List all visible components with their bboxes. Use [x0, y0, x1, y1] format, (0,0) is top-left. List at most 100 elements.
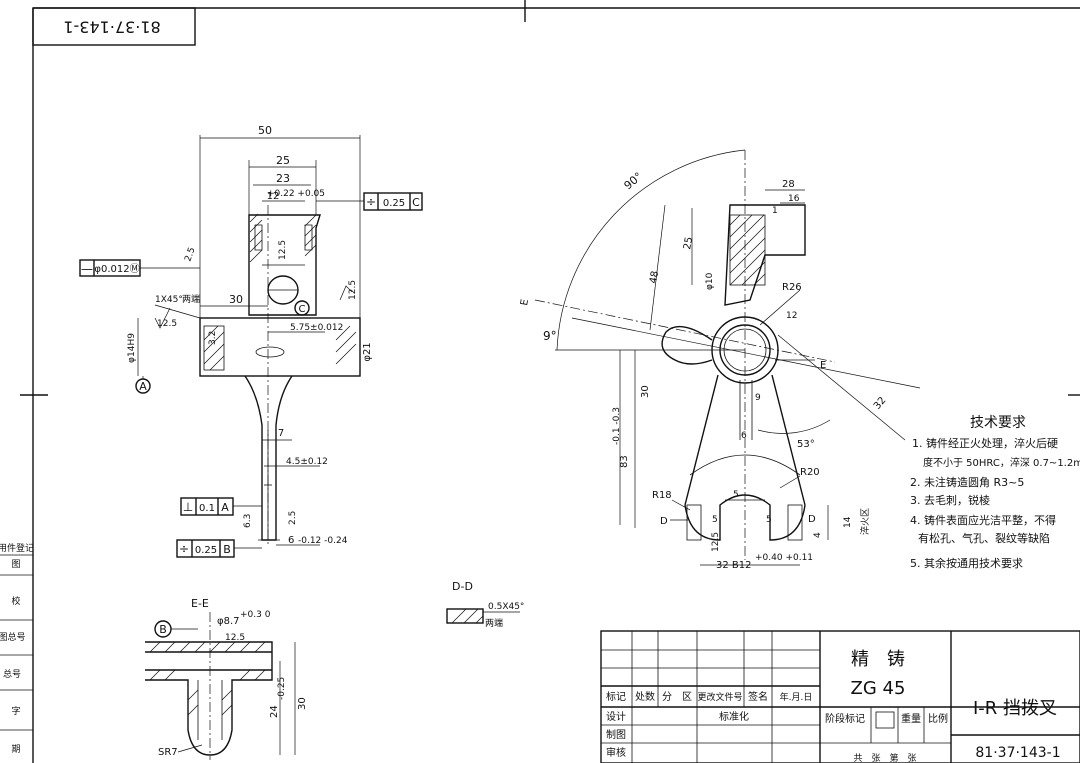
- section-ee-view: E-E B φ8.7 +0.3 0 12.5: [145, 597, 308, 760]
- dim-side-quench: 淬火区: [859, 508, 871, 535]
- header-count: 处数: [635, 690, 655, 703]
- rough-front-63: 6.3: [243, 514, 253, 528]
- datum-b-label: B: [159, 623, 167, 636]
- margin-label-check: 校: [11, 595, 20, 607]
- section-mark-d-left: D: [660, 516, 668, 527]
- section-ee-hatch: [149, 641, 266, 716]
- dim-front-6-tol: -0.12 -0.24: [298, 536, 348, 546]
- technical-requirements: 技术要求 1. 铸件经正火处理，淬火后硬 度不小于 50HRC，淬深 0.7~1…: [910, 415, 1080, 570]
- title-stage: 阶段标记: [825, 712, 865, 725]
- title-bottom-partial: 共 张 第 张: [853, 752, 916, 763]
- datum-c-label: C: [299, 304, 306, 315]
- tech-req-title: 技术要求: [970, 415, 1026, 431]
- row-standardize: 标准化: [719, 710, 749, 723]
- dim-side-48: 48: [648, 270, 661, 284]
- dim-front-25: 25: [276, 154, 290, 167]
- tech-req-item-1: 1. 铸件经正火处理，淬火后硬: [912, 436, 1058, 450]
- front-upper-hatch: [249, 213, 317, 263]
- dim-side-16: 16: [788, 194, 800, 204]
- row-design: 设计: [606, 710, 626, 723]
- dim-side-4: 4: [813, 532, 823, 538]
- left-margin-table: 用件登记 图 校 图总号 总号 字 期: [0, 542, 34, 755]
- gdt-symmetry-top-symbol: ÷: [366, 195, 376, 209]
- rough-side-125: 12.5: [711, 532, 721, 552]
- margin-label-drawing-total: 图总号: [0, 631, 26, 643]
- dim-side-angle9: 9°: [543, 329, 557, 343]
- header-mark: 标记: [606, 691, 626, 703]
- gdt-perp-value: 0.1: [199, 503, 215, 514]
- dim-side-r20: R20: [800, 467, 820, 478]
- rough-front-125c: 12.5: [278, 240, 288, 260]
- gdt-perp-frame: ⊥ 0.1 A: [180, 497, 262, 516]
- dim-front-chamfer: 1X45°: [155, 295, 183, 305]
- tech-req-item-5: 4. 铸件表面应光洁平整，不得: [910, 513, 1056, 527]
- header-signature: 签名: [748, 690, 768, 703]
- gdt-symmetry-bottom-frame: ÷ 0.25 B: [176, 539, 262, 558]
- section-dd-view: D-D 0.5X45° 两端: [446, 580, 524, 629]
- rough-front-125: 12.5: [157, 319, 177, 329]
- dim-side-28: 28: [782, 179, 795, 190]
- header-zone: 分 区: [662, 691, 692, 703]
- dim-side-83: 83: [619, 455, 630, 468]
- margin-label-total: 总号: [3, 668, 21, 680]
- rough-front-25b: 2.5: [183, 246, 197, 263]
- dim-front-phi14: φ14H9: [127, 333, 137, 363]
- gdt-symmetry-bottom-datum: B: [223, 543, 231, 556]
- drawing-number-stamp: 81·37·143-1: [32, 7, 196, 46]
- dim-front-6: 6: [288, 535, 294, 546]
- dim-front-50: 50: [258, 124, 272, 137]
- tech-req-item-3: 2. 未注铸造圆角 R3~5: [910, 475, 1024, 489]
- section-dd-label: D-D: [452, 580, 473, 593]
- dim-side-32b12-tol: +0.40 +0.11: [755, 553, 813, 563]
- gdt-straightness-frame: — φ0.012Ⓜ: [79, 259, 200, 277]
- rough-front-25: 2.5: [288, 511, 298, 525]
- row-review: 审核: [606, 746, 626, 759]
- header-date: 年.月.日: [780, 691, 813, 703]
- dd-note-text: 两端: [485, 617, 503, 629]
- dim-ee-sr7: SR7: [158, 747, 178, 758]
- title-process: 精 铸: [851, 649, 905, 670]
- section-ee-label: E-E: [191, 597, 209, 610]
- title-drawing-number: 81·37·143-1: [975, 745, 1060, 761]
- dim-side-angle90: 90°: [622, 170, 645, 192]
- title-scale: 比例: [928, 712, 948, 725]
- dim-side-32b12: 32 B12: [716, 560, 752, 571]
- dim-side-6: 6: [741, 431, 747, 441]
- dim-front-23: 23: [276, 172, 290, 185]
- dim-side-angle53: 53°: [797, 439, 815, 450]
- dim-ee-30: 30: [297, 697, 308, 710]
- row-drafting: 制图: [606, 728, 626, 741]
- gdt-symmetry-top-frame: ÷ 0.25 C: [316, 192, 423, 211]
- dim-side-32: 32: [872, 395, 889, 412]
- dim-side-phi10: φ10: [705, 272, 715, 290]
- gdt-straightness-value: φ0.012Ⓜ: [94, 263, 139, 275]
- dim-ee-87-tol: +0.3 0: [240, 610, 271, 620]
- dim-side-12: 12: [786, 311, 797, 321]
- section-mark-e-left: E: [519, 298, 531, 306]
- title-block: 标记 处数 分 区 更改文件号 签名 年.月.日 设计 制图 审核 标准化 精 …: [600, 630, 1080, 763]
- dim-front-7: 7: [278, 428, 284, 439]
- rough-ee-125: 12.5: [225, 633, 245, 643]
- section-mark-e-right: E: [820, 360, 826, 371]
- tech-req-item-6: 有松孔、气孔、裂纹等缺陷: [918, 531, 1050, 545]
- dim-side-1: 1: [772, 206, 778, 216]
- gdt-symmetry-bottom-value: 0.25: [195, 545, 217, 556]
- dim-front-30: 30: [229, 293, 243, 306]
- dim-side-r26: R26: [782, 282, 802, 293]
- gdt-symmetry-top-value: 0.25: [383, 198, 405, 209]
- side-view: 90° E E 9°: [519, 149, 921, 571]
- rough-front-125b: 12.5: [348, 280, 358, 300]
- dim-front-chamfer-note: 两端: [182, 293, 200, 305]
- gdt-symmetry-top-datum: C: [412, 196, 420, 209]
- side-upper-hatch: [729, 214, 766, 286]
- dim-front-12: 12: [267, 191, 280, 202]
- section-mark-d-right: D: [808, 514, 816, 525]
- dim-front-12-tol: +0.22 +0.05: [267, 189, 325, 199]
- dim-side-30: 30: [640, 385, 651, 398]
- stamp-text: 81·37·143-1: [63, 18, 160, 37]
- gdt-straightness-symbol: —: [81, 262, 93, 276]
- margin-label-registration: 用件登记: [0, 542, 34, 554]
- title-material: ZG 45: [851, 678, 906, 699]
- datum-c: C: [294, 300, 310, 316]
- dim-side-r18: R18: [652, 490, 672, 501]
